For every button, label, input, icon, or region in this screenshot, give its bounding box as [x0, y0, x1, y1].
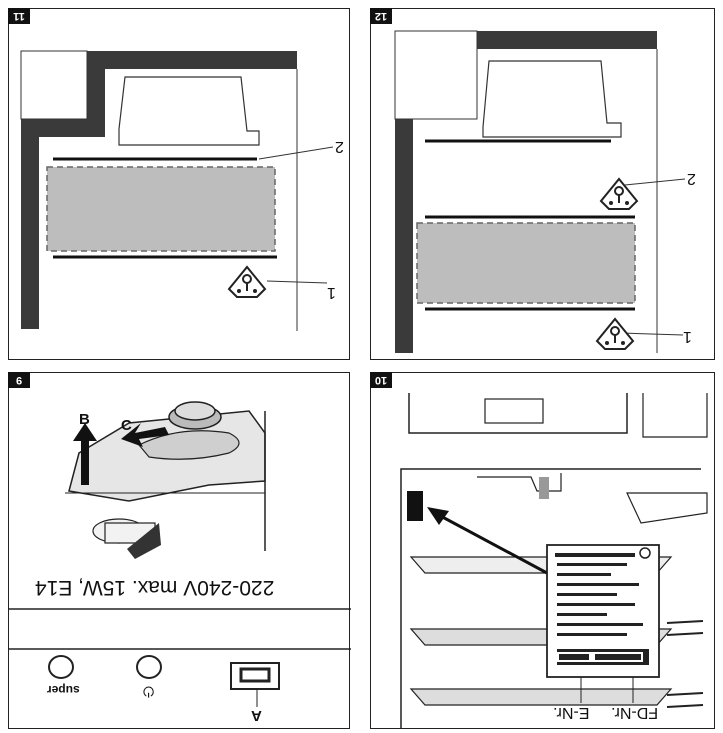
- power-button-label: ⏻: [143, 684, 155, 700]
- label-a: A: [251, 707, 262, 724]
- mount-icon: [227, 265, 267, 298]
- fd-nr-label: FD-Nr.: [611, 704, 659, 721]
- switch-a[interactable]: [231, 663, 279, 689]
- power-button[interactable]: [137, 656, 161, 678]
- figure-11-drawing: [20, 50, 334, 331]
- figure-10-drawing: [400, 393, 708, 729]
- figure-9-panel: 9 B C 220-240V max. 15W, E14 super ⏻ A: [8, 372, 351, 729]
- lamp-spec-text: 220-240V max. 15W, E14: [35, 576, 275, 599]
- figure-9-drawing: [9, 401, 351, 707]
- figure-12-drawing: [394, 30, 686, 353]
- figure-11-callout-2: 2: [335, 138, 344, 155]
- figure-11-callout-1: 1: [327, 284, 336, 301]
- e-nr-label: E-Nr.: [553, 704, 590, 721]
- mount-icon: [599, 177, 639, 210]
- super-button-label: super: [47, 683, 80, 697]
- figure-12-callout-1: 1: [683, 328, 692, 345]
- figure-12-callout-2: 2: [687, 170, 696, 187]
- label-c: C: [121, 417, 132, 434]
- figure-10-panel: 10: [370, 372, 715, 729]
- figure-11-panel: 11 2 1: [8, 8, 350, 360]
- figure-12-panel: 12 2 1: [370, 8, 715, 360]
- super-button[interactable]: [49, 656, 73, 678]
- label-b: B: [79, 411, 90, 428]
- mount-icon: [595, 317, 635, 350]
